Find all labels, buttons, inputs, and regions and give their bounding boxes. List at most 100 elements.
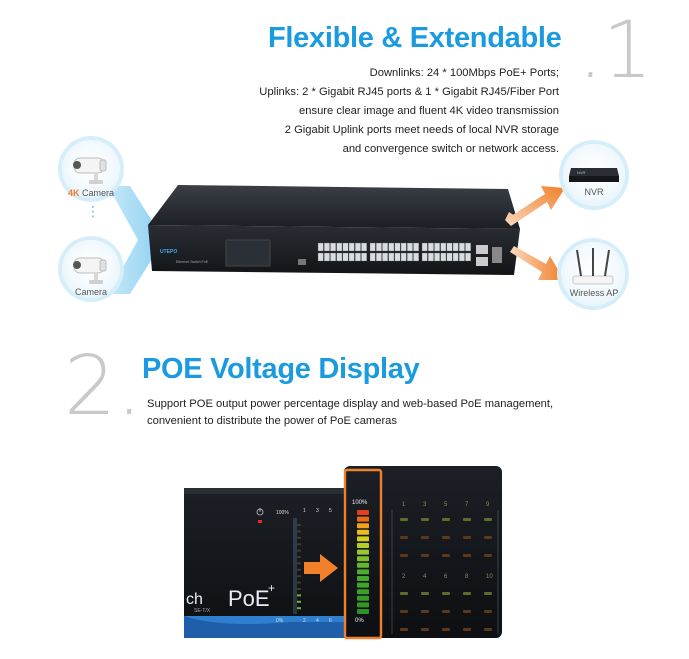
meter-level-led bbox=[357, 582, 369, 588]
poe-switch-image: UTEPO Ethernet Switch PoE bbox=[148, 185, 520, 275]
small-port-6: 6 bbox=[329, 618, 332, 624]
switch-rj45-port bbox=[336, 242, 343, 252]
small-level-led bbox=[297, 588, 301, 590]
switch-rj45-port bbox=[376, 242, 382, 252]
port-led bbox=[463, 628, 471, 631]
switch-rj45-port bbox=[428, 242, 434, 252]
switch-rj45-port bbox=[459, 252, 465, 262]
small-level-leds bbox=[297, 524, 301, 610]
switch-rj45-port bbox=[452, 242, 459, 252]
switch-rj45-port bbox=[446, 252, 453, 262]
big-port-label-top: 7 bbox=[465, 502, 469, 508]
switch-rj45-port bbox=[440, 252, 447, 262]
desc1-line-3: ensure clear image and fluent 4K video t… bbox=[299, 105, 559, 117]
camera-4k-label: 4K Camera bbox=[56, 188, 126, 198]
small-port-5: 5 bbox=[329, 508, 332, 514]
switch-rj45-port bbox=[428, 252, 434, 262]
big-port-label-bottom: 4 bbox=[423, 574, 427, 580]
big-port-label-top: 1 bbox=[402, 502, 406, 508]
port-led bbox=[484, 536, 492, 539]
switch-port-block bbox=[225, 239, 471, 267]
port-led bbox=[463, 592, 471, 595]
desc1-line-4: 2 Gigabit Uplink ports meet needs of loc… bbox=[284, 124, 559, 136]
switch-rj45-port bbox=[413, 242, 419, 252]
meter-max-label: 100% bbox=[352, 500, 368, 506]
meter-level-led bbox=[357, 536, 369, 542]
switch-brand: UTEPO bbox=[160, 249, 177, 255]
port-led bbox=[400, 518, 408, 521]
bullet-camera-icon-2 bbox=[73, 257, 107, 284]
bullet-camera-icon bbox=[73, 157, 107, 184]
switch-rj45-port bbox=[434, 242, 440, 252]
port-led bbox=[463, 536, 471, 539]
small-port-3: 3 bbox=[316, 508, 319, 514]
port-led bbox=[484, 592, 492, 595]
small-level-led bbox=[297, 594, 301, 597]
meter-level-led bbox=[357, 543, 369, 548]
small-level-led bbox=[297, 530, 301, 533]
switch-rj45-port bbox=[459, 242, 465, 252]
camera-4k-prefix: 4K bbox=[67, 188, 80, 198]
port-led bbox=[442, 518, 450, 521]
port-led bbox=[484, 554, 492, 557]
uplink-arrow-nvr-icon bbox=[505, 186, 565, 226]
switch-rj45-port bbox=[324, 252, 330, 262]
small-level-led bbox=[297, 543, 301, 546]
small-level-led bbox=[297, 524, 301, 526]
port-led bbox=[442, 628, 450, 631]
switch-rj45-port bbox=[400, 242, 407, 252]
big-port-label-bottom: 2 bbox=[402, 574, 406, 580]
switch-rj45-port bbox=[407, 252, 413, 262]
small-level-led bbox=[297, 536, 301, 539]
small-scale-max: 100% bbox=[276, 510, 289, 516]
port-status-leds bbox=[391, 510, 499, 634]
panel-sub: SE-T/X bbox=[194, 608, 211, 614]
nvr-device-text: NVR bbox=[577, 170, 586, 175]
port-led bbox=[442, 554, 450, 557]
switch-rj45-port bbox=[388, 242, 395, 252]
port-led bbox=[442, 592, 450, 595]
port-led bbox=[421, 554, 429, 557]
section1-number: .1 bbox=[578, 6, 653, 96]
panel-poe-plus: + bbox=[268, 581, 275, 595]
camera-label: Camera bbox=[74, 287, 107, 297]
port-led bbox=[400, 554, 408, 557]
meter-level-leds bbox=[357, 510, 369, 614]
meter-level-led bbox=[357, 589, 369, 595]
switch-rj45-port bbox=[317, 242, 324, 252]
big-port-label-bottom: 6 bbox=[444, 574, 448, 580]
switch-rj45-port bbox=[317, 252, 324, 262]
switch-rj45-port bbox=[465, 252, 471, 262]
panel-poe-label: PoE bbox=[228, 586, 270, 611]
port-led bbox=[400, 592, 408, 595]
switch-rj45-port bbox=[413, 252, 419, 262]
switch-rj45-port bbox=[355, 242, 361, 252]
big-port-label-bottom: 8 bbox=[465, 574, 469, 580]
nvr-circle: NVR bbox=[563, 144, 625, 206]
switch-model: Ethernet Switch PoE bbox=[176, 260, 209, 264]
camera-more-dots: ⋮ bbox=[86, 203, 100, 219]
meter-level-led bbox=[357, 510, 369, 515]
switch-rj45-port bbox=[336, 252, 343, 262]
switch-rj45-port bbox=[382, 252, 388, 262]
big-port-label-top: 9 bbox=[486, 502, 490, 508]
port-led bbox=[463, 610, 471, 613]
camera-circle bbox=[62, 240, 120, 298]
desc2-line-2: convenient to distribute the power of Po… bbox=[147, 415, 397, 427]
port-led bbox=[442, 610, 450, 613]
meter-level-led bbox=[357, 523, 369, 529]
small-scale-min: 0% bbox=[276, 618, 284, 624]
switch-rj45-port bbox=[361, 242, 367, 252]
port-led bbox=[484, 628, 492, 631]
desc1-line-5: and convergence switch or network access… bbox=[342, 143, 559, 155]
switch-rj45-port bbox=[394, 242, 401, 252]
meter-level-led bbox=[357, 576, 369, 581]
camera-4k-circle bbox=[62, 140, 120, 198]
port-led bbox=[463, 554, 471, 557]
switch-rj45-port bbox=[465, 242, 471, 252]
port-led bbox=[421, 536, 429, 539]
nvr-icon: NVR bbox=[569, 168, 619, 182]
small-level-led bbox=[297, 581, 301, 584]
meter-level-led bbox=[357, 516, 369, 522]
